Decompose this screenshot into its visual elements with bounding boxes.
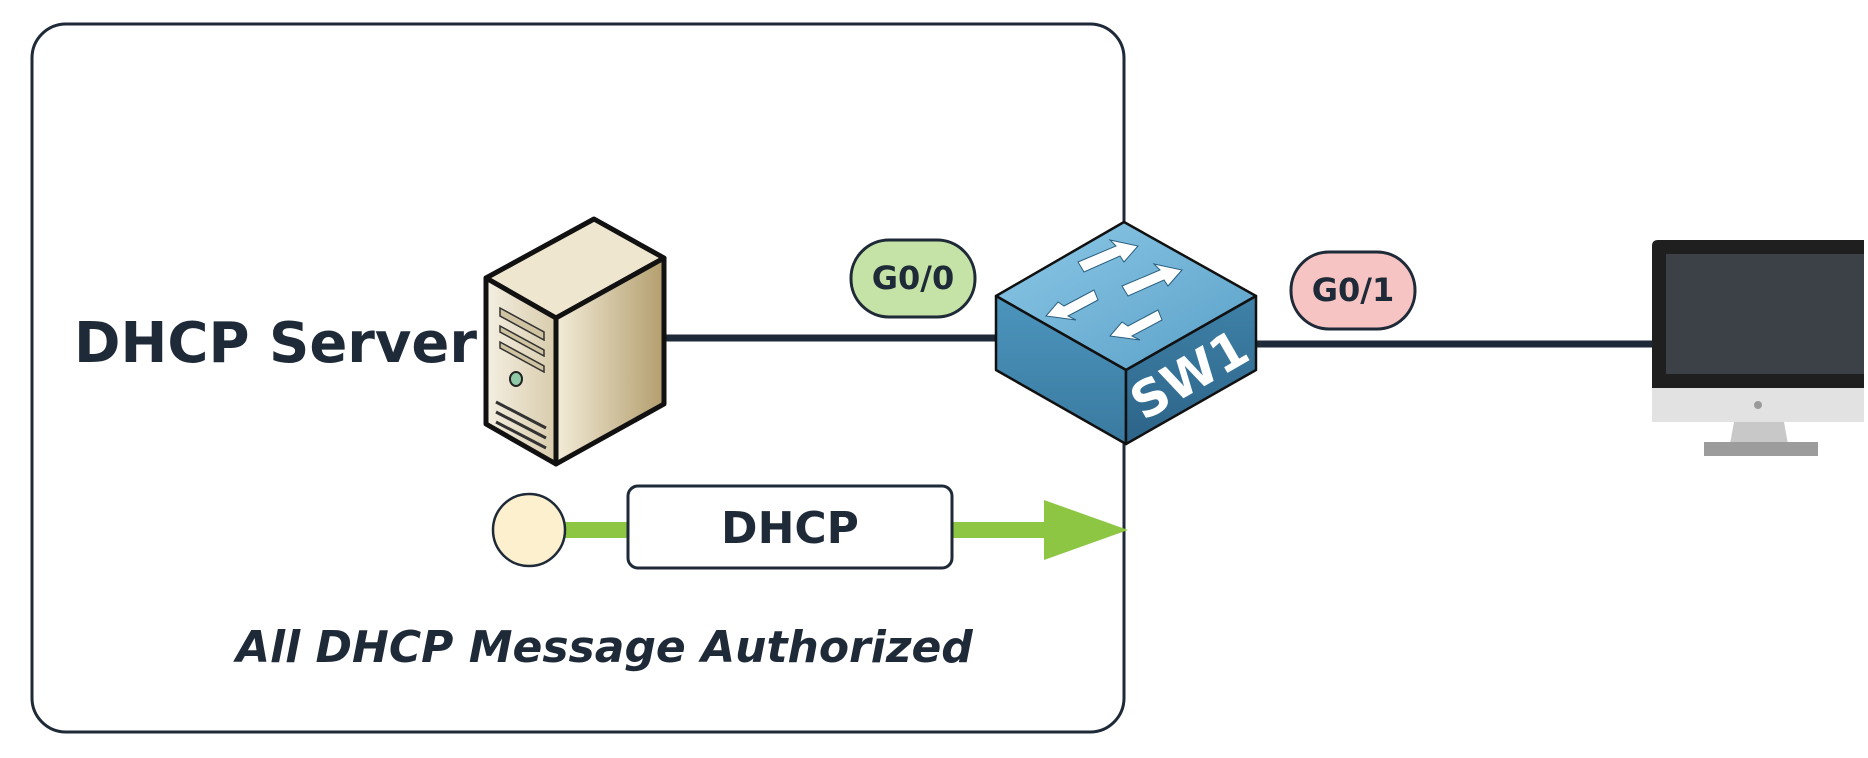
computer-icon	[1652, 240, 1864, 456]
dhcp-message-box	[626, 484, 954, 570]
port-badge-g0-0: G0/0	[849, 238, 977, 319]
dhcp-flow: DHCP	[491, 484, 1128, 570]
port-badge-g0-1: G0/1	[1289, 250, 1417, 331]
server-label: DHCP Server	[74, 311, 477, 376]
switch-icon: SW1	[994, 220, 1259, 446]
flow-arrowhead	[1044, 500, 1128, 560]
flow-origin-dot	[491, 492, 567, 568]
switch-arrows-icon	[1045, 239, 1183, 341]
server-icon	[483, 216, 667, 467]
port-label-g0-1: G0/1	[1312, 271, 1394, 309]
port-label-g0-0: G0/0	[872, 259, 954, 297]
zone-caption: All DHCP Message Authorized	[233, 622, 973, 673]
dhcp-message-label: DHCP	[721, 503, 859, 554]
